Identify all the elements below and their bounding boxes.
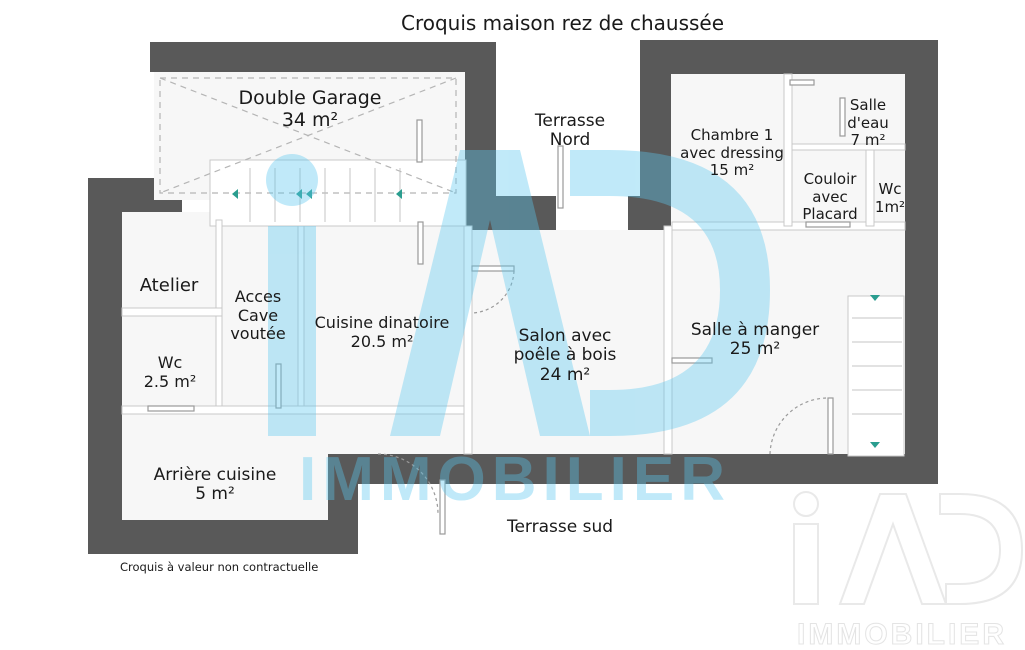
room-area: 7 m² [850, 130, 886, 149]
room-area: 1m² [874, 197, 906, 216]
disclaimer: Croquis à valeur non contractuelle [120, 560, 319, 574]
room-name: Couloir avec Placard [802, 170, 858, 223]
stairs-dining [852, 317, 902, 415]
walls [88, 40, 938, 554]
room-acces-cave: Acces Cave voutée [222, 270, 294, 362]
room-name: Salle d'eau [847, 96, 889, 132]
room-name: Terrasse sud [506, 516, 614, 537]
stairs-garage [249, 168, 401, 222]
watermark-dot [266, 154, 318, 206]
room-name: Arrière cuisine [153, 464, 277, 485]
room-name: Acces Cave voutée [230, 287, 286, 344]
room-area: 15 m² [709, 160, 755, 179]
room-name: Salon avec poêle à bois [513, 325, 617, 366]
room-area: 5 m² [195, 484, 235, 505]
room-name: Terrasse Nord [534, 110, 606, 151]
room-couloir: Couloir avec Placard [796, 154, 864, 240]
watermark-logo-corner: IMMOBILIER [793, 491, 1024, 650]
stair-arrows [232, 189, 880, 448]
room-terrasse-nord: Terrasse Nord [515, 92, 625, 170]
room-area: 25 m² [729, 339, 781, 360]
watermark-logo: IMMOBILIER [266, 150, 770, 514]
garage-outline [159, 77, 457, 194]
room-name: Wc [878, 180, 902, 199]
room-area: 20.5 m² [350, 331, 414, 351]
room-name: Chambre 1 avec dressing [680, 126, 784, 162]
watermark-subtitle: IMMOBILIER [299, 445, 731, 514]
room-name: Cuisine dinatoire [314, 313, 450, 333]
room-area: 24 m² [539, 364, 591, 385]
doors [147, 79, 851, 535]
watermark-corner-subtitle: IMMOBILIER [797, 618, 1007, 650]
room-area: 34 m² [281, 108, 339, 131]
room-area: 2.5 m² [143, 371, 197, 391]
room-name: Double Garage [238, 87, 382, 109]
room-atelier: Atelier [124, 255, 214, 317]
room-terrasse-sud: Terrasse sud [480, 498, 640, 557]
room-name: Wc [157, 353, 183, 373]
room-name: Atelier [139, 274, 199, 296]
plan-title: Croquis maison rez de chaussée [400, 11, 725, 35]
room-name: Salle à manger [690, 319, 820, 340]
